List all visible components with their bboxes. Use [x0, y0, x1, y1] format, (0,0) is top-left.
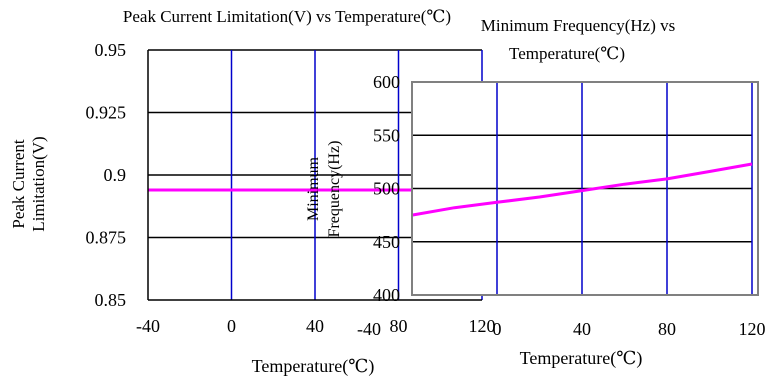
c2-x-tick-label: 40 [573, 319, 591, 339]
c1-y-tick-label: 0.95 [95, 40, 127, 60]
chart1-y-tick-labels: 0.85 0.875 0.9 0.925 0.95 [86, 40, 127, 310]
c2-y-tick-label: 550 [373, 125, 400, 145]
c1-y-tick-label: 0.85 [95, 290, 127, 310]
chart2-ylabel-line1: Minimum [305, 156, 322, 221]
chart1-title: Peak Current Limitation(V) vs Temperatur… [123, 7, 451, 26]
c2-y-tick-label: 400 [373, 285, 400, 305]
chart2-title-line2: Temperature(℃) [509, 44, 625, 63]
c2-y-tick-label: 500 [373, 179, 400, 199]
chart2-x-tick-labels: -40 0 40 80 120 [357, 319, 766, 339]
chart2-series [411, 162, 753, 217]
c1-y-tick-label: 0.875 [86, 228, 127, 248]
min-frequency-chart: Minimum Frequency(Hz) vs Temperature(℃) … [305, 16, 766, 369]
c2-y-tick-label: 450 [373, 232, 400, 252]
c1-y-tick-label: 0.925 [86, 103, 127, 123]
chart2-ylabel-line2: Frequency(Hz) [326, 141, 343, 238]
c1-y-tick-label: 0.9 [104, 165, 127, 185]
c1-x-tick-label: 40 [306, 316, 324, 336]
chart2-vertical-gridlines [496, 82, 753, 295]
chart1-ylabel-line2: Limitation(V) [29, 136, 48, 231]
c2-x-tick-label: 120 [739, 319, 766, 339]
chart1-x-tick-labels: -40 0 40 80 120 [136, 316, 496, 336]
chart1-xlabel: Temperature(℃) [252, 356, 375, 377]
c2-x-tick-label: 80 [658, 319, 676, 339]
chart2-title-line1: Minimum Frequency(Hz) vs [481, 16, 676, 35]
chart1-ylabel-line1: Peak Current [9, 139, 28, 229]
c2-y-tick-label: 600 [373, 72, 400, 92]
c1-x-tick-label: 0 [227, 316, 236, 336]
c2-x-tick-label: -40 [357, 319, 381, 339]
c2-series-line [411, 162, 753, 217]
c1-x-tick-label: -40 [136, 316, 160, 336]
chart2-plot-border [411, 81, 759, 296]
c1-x-tick-label: 80 [390, 316, 408, 336]
chart2-xlabel: Temperature(℃) [520, 348, 643, 369]
c1-x-tick-label: 120 [469, 316, 496, 336]
c2-x-tick-label: 0 [493, 319, 502, 339]
chart2-y-tick-labels: 400 450 500 550 600 [373, 72, 400, 305]
